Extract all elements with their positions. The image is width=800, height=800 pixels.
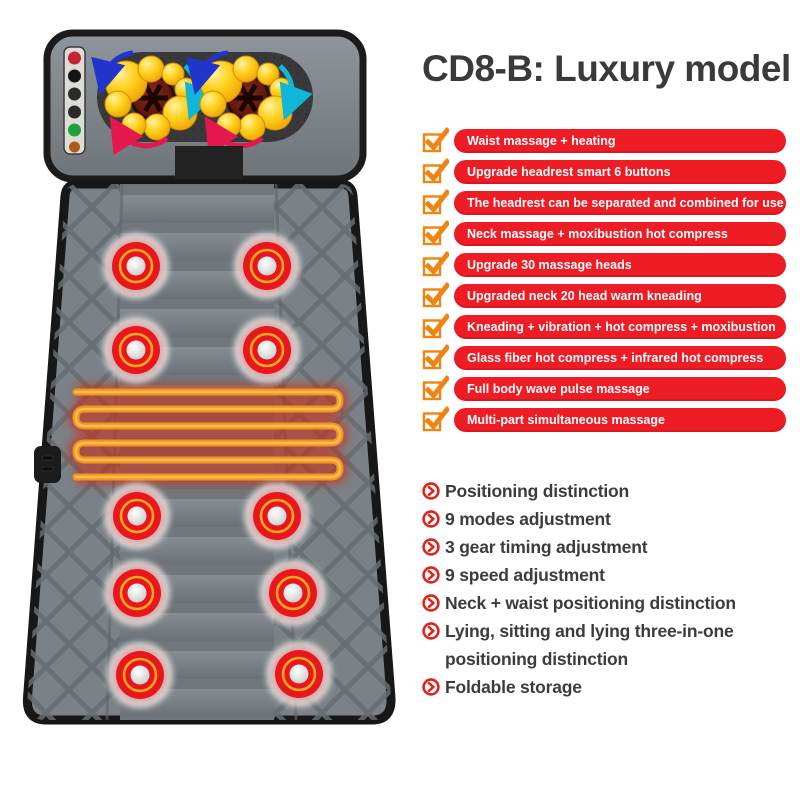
massage-head: [103, 317, 169, 383]
circle-arrow-icon: [422, 510, 440, 528]
panel-button: [68, 123, 81, 137]
checkbox-check-icon: [422, 282, 449, 308]
spec-item: Lying, sitting and lying three-in-one po…: [422, 617, 778, 673]
spec-item: 9 speed adjustment: [422, 561, 778, 589]
spec-item-label: Foldable storage: [445, 677, 582, 697]
massage-head: [103, 233, 169, 299]
circle-arrow-icon: [422, 594, 440, 612]
checkbox-check-icon: [422, 189, 449, 215]
headrest-pillow: [43, 29, 367, 183]
spec-item-label: Positioning distinction: [445, 481, 629, 501]
spec-item-label: 9 modes adjustment: [445, 509, 611, 529]
checkbox-check-icon: [422, 158, 449, 184]
feature-banner: Glass fiber hot compress + infrared hot …: [422, 344, 786, 370]
checkbox-check-icon: [422, 375, 449, 401]
spec-item: Positioning distinction: [422, 477, 778, 505]
power-connector: [34, 446, 61, 483]
feature-banner-list: Waist massage + heating Upgrade headrest…: [422, 127, 786, 439]
massage-head: [266, 641, 332, 707]
massage-mat-illustration: [22, 29, 396, 725]
feature-banner: The headrest can be separated and combin…: [422, 189, 786, 215]
feature-banner: Full body wave pulse massage: [422, 375, 786, 401]
feature-banner-label: Upgraded neck 20 head warm kneading: [454, 284, 786, 308]
feature-banner-label: Upgrade headrest smart 6 buttons: [454, 160, 786, 184]
panel-button-power: [68, 51, 81, 65]
checkbox-check-icon: [422, 251, 449, 277]
checkbox-check-icon: [422, 313, 449, 339]
headrest-control-panel: [63, 46, 86, 155]
spec-item-label: Lying, sitting and lying three-in-one po…: [445, 621, 734, 669]
circle-arrow-icon: [422, 566, 440, 584]
massage-head: [234, 233, 300, 299]
feature-banner-label: Upgrade 30 massage heads: [454, 253, 786, 277]
spec-item-label: Neck + waist positioning distinction: [445, 593, 736, 613]
panel-button: [68, 87, 81, 101]
page-title: CD8-B: Luxury model: [422, 48, 791, 89]
feature-banner: Upgrade 30 massage heads: [422, 251, 786, 277]
feature-banner-label: Waist massage + heating: [454, 129, 786, 153]
feature-banner-label: The headrest can be separated and combin…: [454, 191, 786, 215]
massage-head: [104, 560, 170, 626]
feature-banner: Neck massage + moxibustion hot compress: [422, 220, 786, 246]
circle-arrow-icon: [422, 678, 440, 696]
massage-head: [107, 642, 173, 708]
massage-head: [244, 483, 310, 549]
massage-head: [234, 317, 300, 383]
feature-banner: Multi-part simultaneous massage: [422, 406, 786, 432]
spec-item: Foldable storage: [422, 673, 778, 701]
spec-item: 9 modes adjustment: [422, 505, 778, 533]
feature-banner: Upgraded neck 20 head warm kneading: [422, 282, 786, 308]
spec-item-label: 9 speed adjustment: [445, 565, 605, 585]
spec-item: 3 gear timing adjustment: [422, 533, 778, 561]
circle-arrow-icon: [422, 538, 440, 556]
panel-button: [68, 105, 81, 119]
feature-banner: Waist massage + heating: [422, 127, 786, 153]
checkbox-check-icon: [422, 220, 449, 246]
spec-item: Neck + waist positioning distinction: [422, 589, 778, 617]
spec-item-label: 3 gear timing adjustment: [445, 537, 648, 557]
feature-banner-label: Neck massage + moxibustion hot compress: [454, 222, 786, 246]
checkbox-check-icon: [422, 344, 449, 370]
massage-head: [104, 483, 170, 549]
circle-arrow-icon: [422, 622, 440, 640]
feature-banner-label: Glass fiber hot compress + infrared hot …: [454, 346, 786, 370]
checkbox-check-icon: [422, 127, 449, 153]
mat-body: [22, 179, 396, 725]
feature-banner-label: Kneading + vibration + hot compress + mo…: [454, 315, 786, 339]
checkbox-check-icon: [422, 406, 449, 432]
spec-bullet-list: Positioning distinction 9 modes adjustme…: [422, 477, 778, 701]
heating-coil: [67, 383, 349, 486]
circle-arrow-icon: [422, 482, 440, 500]
panel-button: [68, 69, 81, 83]
panel-button: [69, 141, 80, 153]
feature-banner-label: Multi-part simultaneous massage: [454, 408, 786, 432]
feature-banner: Upgrade headrest smart 6 buttons: [422, 158, 786, 184]
feature-banner: Kneading + vibration + hot compress + mo…: [422, 313, 786, 339]
massage-head: [260, 560, 326, 626]
feature-banner-label: Full body wave pulse massage: [454, 377, 786, 401]
